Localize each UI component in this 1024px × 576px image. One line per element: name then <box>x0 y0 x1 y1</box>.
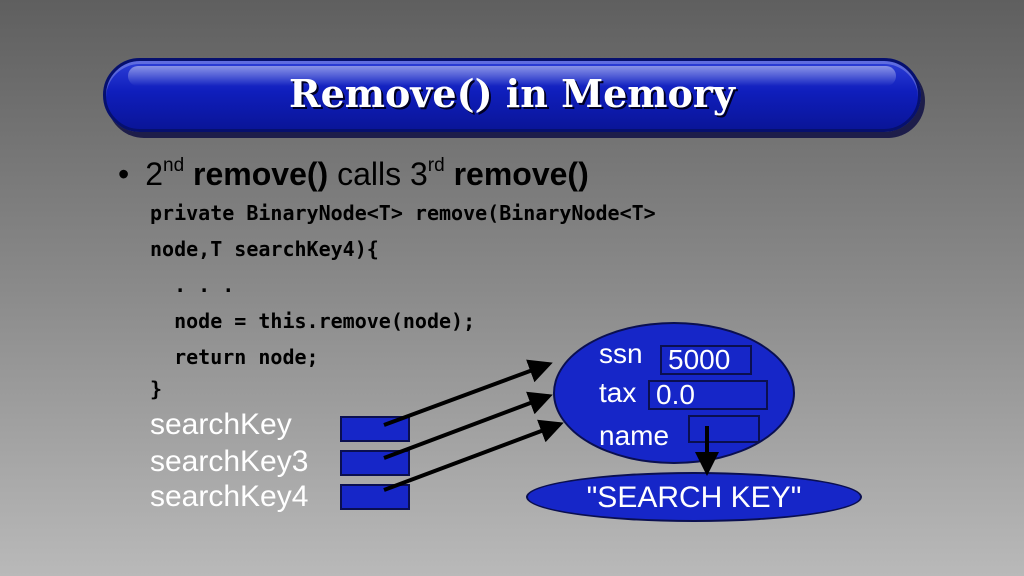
field-label-name: name <box>599 420 670 451</box>
variable-label-searchkey4: searchKey4 <box>150 480 309 513</box>
variable-box-searchkey4 <box>340 484 410 510</box>
bullet-func2: remove() <box>453 156 589 192</box>
field-box-name <box>688 415 760 443</box>
title-banner: Remove() in Memory <box>103 58 921 132</box>
bullet-sup1: nd <box>163 155 185 176</box>
code-line-4: node = this.remove(node); <box>150 309 476 333</box>
field-label-tax: tax <box>599 377 637 408</box>
bullet-dot-icon: • <box>118 156 130 192</box>
title-banner-shine <box>128 66 896 86</box>
code-line-1: private BinaryNode<T> remove(BinaryNode<… <box>150 201 656 225</box>
variable-label-searchkey: searchKey <box>150 408 292 441</box>
code-line-3: . . . <box>150 273 235 297</box>
code-line-5: return node; <box>150 345 319 369</box>
arrow-searchkey-to-object <box>383 359 553 427</box>
field-label-ssn: ssn <box>599 338 643 369</box>
bullet-n1: 2 <box>145 156 163 192</box>
code-line-6: } <box>150 377 163 401</box>
arrow-searchkey4-to-object <box>383 419 564 492</box>
code-line-2: node,T searchKey4){ <box>150 237 379 261</box>
variable-label-searchkey3: searchKey3 <box>150 445 309 478</box>
variable-box-searchkey3 <box>340 450 410 476</box>
field-box-tax: 0.0 <box>648 380 768 410</box>
bullet-func1: remove() <box>193 156 329 192</box>
string-object-ellipse: "SEARCH KEY" <box>526 472 862 522</box>
field-box-ssn: 5000 <box>660 345 752 375</box>
arrow-searchkey3-to-object <box>383 391 553 460</box>
bullet-point: • 2nd remove() calls 3rd remove() <box>118 155 589 193</box>
bullet-sup2: rd <box>427 155 445 176</box>
bullet-mid: calls 3 <box>328 156 428 192</box>
slide-title: Remove() in Memory <box>289 71 735 116</box>
